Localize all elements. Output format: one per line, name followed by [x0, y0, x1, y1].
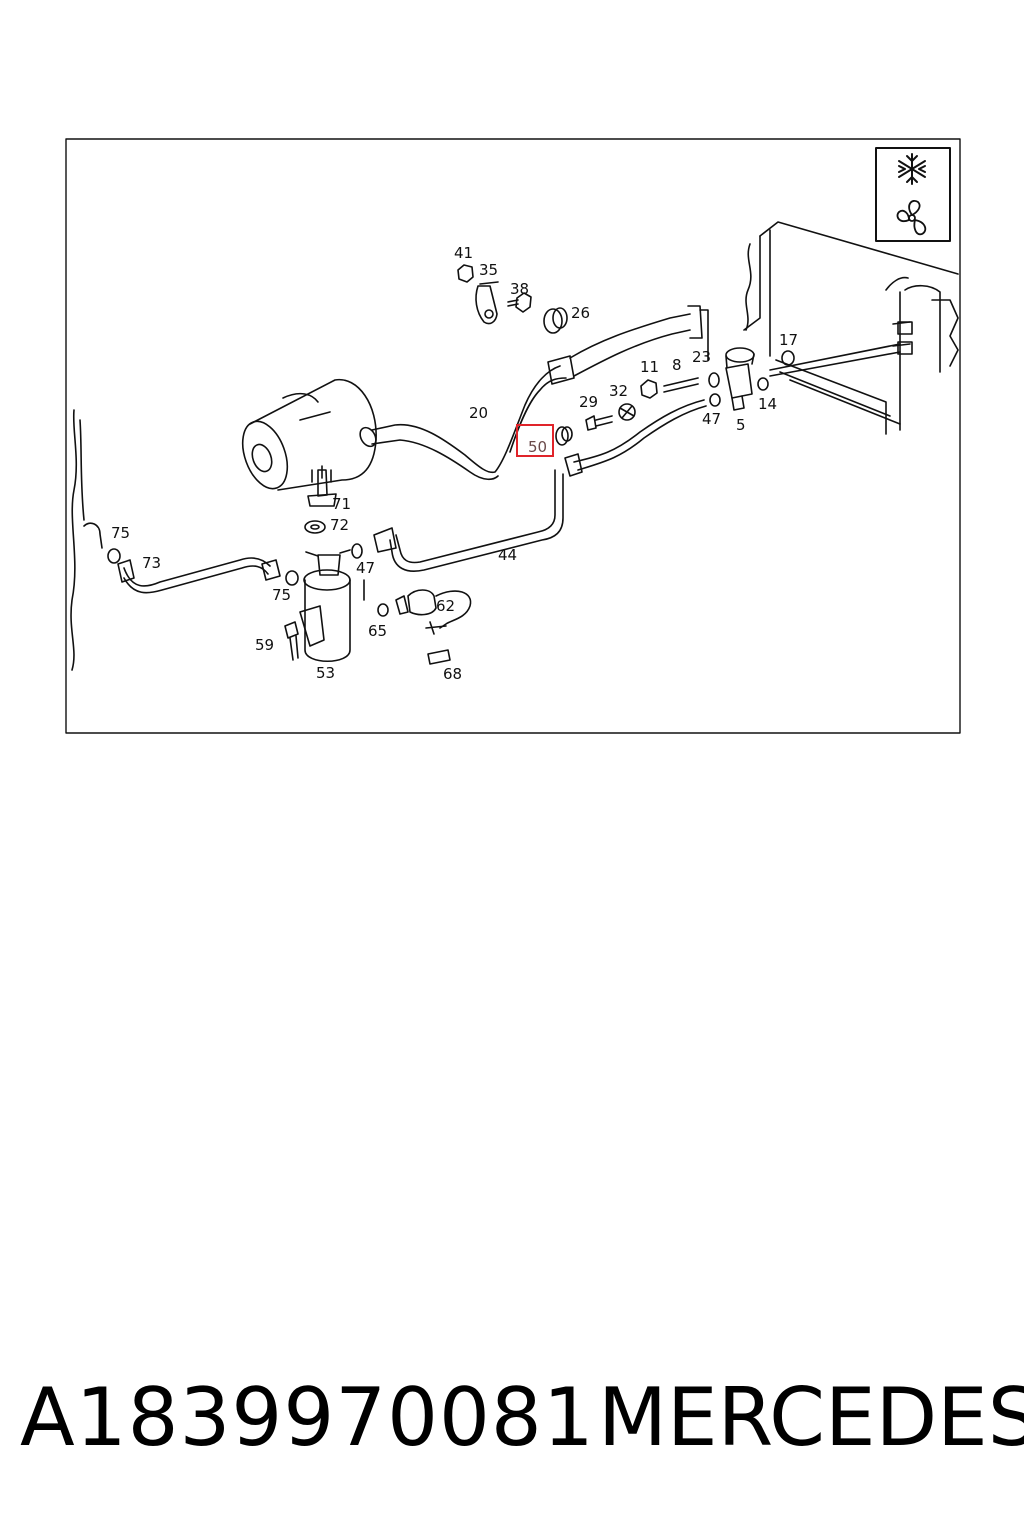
parts-diagram: 41 35 38 26 17 11 8 23 29 32 20 50 47 5 … [65, 138, 961, 734]
callout-label: 59 [255, 636, 274, 654]
callout-label: 47 [702, 410, 721, 428]
callout-label: 71 [332, 495, 351, 513]
suction-hose [359, 305, 709, 481]
receiver-drier [284, 465, 351, 662]
icon-panel [875, 147, 951, 242]
callout-label: 29 [579, 393, 598, 411]
highlighted-callout-box[interactable] [516, 424, 554, 457]
callout-label: 68 [443, 665, 462, 683]
callout-label: 14 [758, 395, 777, 413]
valve-hardware [555, 350, 795, 446]
highlighted-callout-label[interactable]: 50 [528, 438, 547, 456]
evaporator [743, 221, 959, 435]
diagram-frame [65, 138, 961, 734]
footer: A1839970081 MERCEDES [0, 1368, 1024, 1478]
callout-label: 62 [436, 597, 455, 615]
callout-label: 32 [609, 382, 628, 400]
callout-label: 41 [454, 244, 473, 262]
fan-icon [896, 200, 927, 236]
callout-label: 11 [640, 358, 659, 376]
part-number: A1839970081 [20, 1371, 595, 1464]
callout-label: 53 [316, 664, 335, 682]
callout-label: 72 [330, 516, 349, 534]
liquid-line [351, 399, 707, 572]
callout-label: 23 [692, 348, 711, 366]
snowflake-icon [898, 153, 926, 185]
callout-label: 17 [779, 331, 798, 349]
callout-label: 38 [510, 280, 529, 298]
bracket-parts [457, 264, 568, 334]
callout-label: 8 [672, 356, 682, 374]
pressure-switch [363, 579, 472, 665]
callout-label: 26 [571, 304, 590, 322]
callout-label: 73 [142, 554, 161, 572]
callout-label: 5 [736, 416, 746, 434]
callout-label: 44 [498, 546, 517, 564]
callout-label: 75 [111, 524, 130, 542]
callout-label: 47 [356, 559, 375, 577]
callout-label: 75 [272, 586, 291, 604]
brand-name: MERCEDES [598, 1371, 1024, 1464]
expansion-valve [725, 347, 755, 411]
callout-label: 20 [469, 404, 488, 422]
callout-label: 65 [368, 622, 387, 640]
callout-label: 35 [479, 261, 498, 279]
compressor [241, 378, 377, 491]
condenser-hose [70, 409, 299, 671]
callout-labels: 41 35 38 26 17 11 8 23 29 32 20 50 47 5 … [111, 244, 798, 683]
